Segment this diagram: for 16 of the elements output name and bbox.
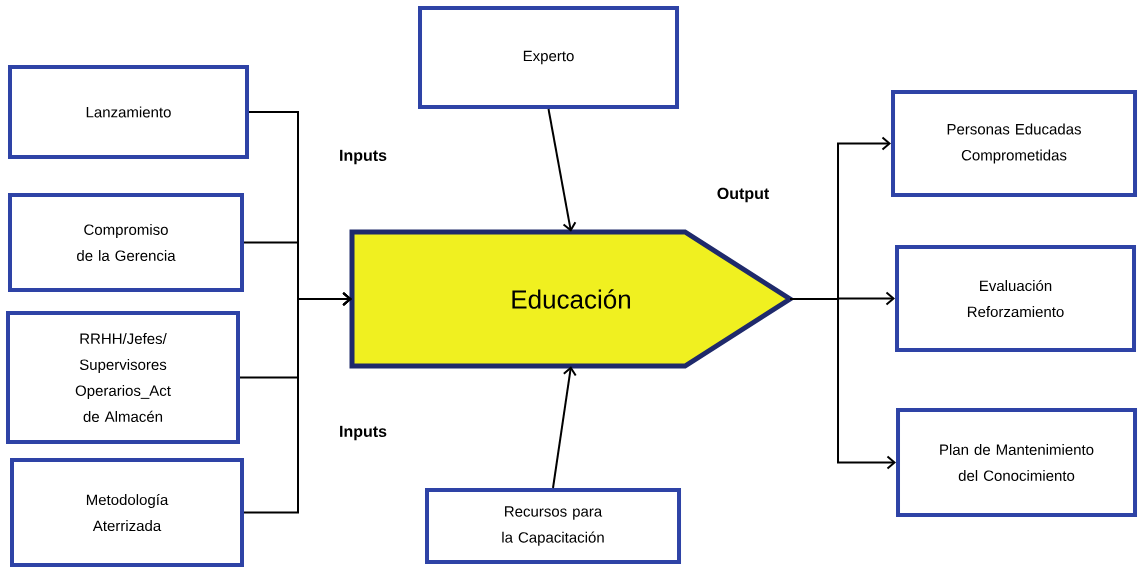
input-box: Personas Educadas Comprometidas (891, 90, 1137, 197)
input-box: Recursos para la Capacitación (425, 488, 681, 564)
arrow (789, 298, 896, 470)
arrow (552, 366, 577, 489)
section-label: Output (717, 187, 770, 203)
arrow (547, 108, 577, 232)
input-box: Metodología Aterrizada (10, 458, 244, 567)
section-label: Inputs (340, 149, 387, 165)
input-box: RRHH/Jefes/ Supervisores Operarios_Act de Almacén (6, 311, 240, 444)
section-label: Inputs (340, 425, 387, 441)
arrow (243, 292, 352, 514)
input-box: Experto (418, 6, 679, 109)
input-box: Compromiso de la Gerencia (8, 193, 244, 292)
input-box: Plan de Mantenimiento del Conocimiento (896, 408, 1137, 517)
input-box: Evaluación Reforzamiento (895, 245, 1136, 352)
input-box: Lanzamiento (8, 65, 249, 159)
